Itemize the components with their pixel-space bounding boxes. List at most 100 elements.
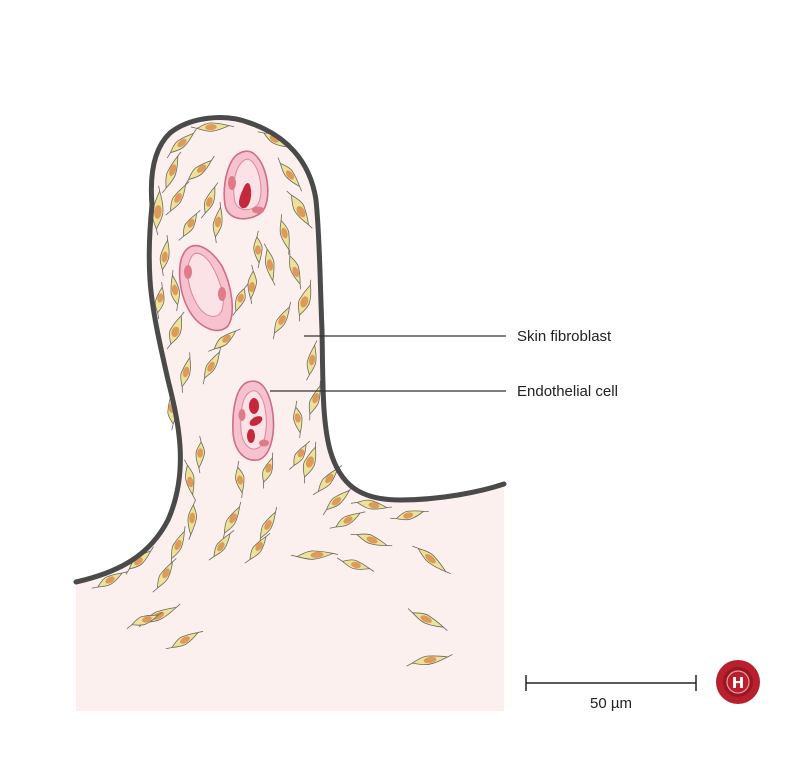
fibroblast-nucleus (281, 227, 288, 239)
fibroblast-nucleus (189, 512, 196, 524)
fibroblast-cell (293, 400, 303, 439)
fibroblast-nucleus (171, 284, 179, 296)
fibroblast-nucleus (310, 551, 324, 558)
fibroblast-cell (244, 532, 271, 564)
fibroblast-nucleus (205, 124, 217, 131)
fibroblast-nucleus (171, 326, 180, 338)
fibroblast-nucleus (325, 473, 334, 484)
fibroblast-nucleus (197, 448, 204, 458)
fibroblast-cell (308, 380, 321, 421)
fibroblast-cell (165, 181, 190, 216)
fibroblast-nucleus (174, 193, 182, 203)
fibroblast-cell (154, 281, 165, 320)
fibroblast-nucleus (308, 354, 316, 366)
fibroblast-nucleus (278, 315, 286, 325)
fibroblast-cell (412, 545, 451, 575)
fibroblast-cell (279, 214, 290, 255)
fibroblast-cell (184, 155, 215, 186)
fibroblast-cell (350, 499, 393, 510)
fibroblast-nucleus (296, 206, 306, 218)
fibroblast-nucleus (154, 205, 162, 219)
fibroblast-nucleus (182, 366, 190, 378)
fibroblast-cell (336, 557, 375, 572)
fibroblast-nucleus (331, 497, 342, 506)
fibroblast-cell (306, 340, 318, 381)
fibroblast-nucleus (248, 281, 255, 293)
fibroblast-cell (208, 328, 241, 352)
fibroblast-nucleus (403, 512, 413, 519)
fibroblast-nucleus (187, 476, 194, 488)
fibroblast-nucleus (237, 293, 244, 303)
fibroblast-cell (253, 230, 263, 269)
blood-vessel-upper (223, 150, 269, 220)
fibroblast-cell (406, 654, 453, 667)
fibroblast-nucleus (285, 170, 295, 180)
fibroblast-nucleus (300, 296, 309, 308)
fibroblast-nucleus (343, 516, 353, 524)
fibroblast-cell (286, 190, 313, 229)
fibroblast-cell (152, 558, 177, 593)
fibroblast-nucleus (265, 463, 272, 473)
fibroblast-cell (166, 128, 197, 159)
fibroblast-cell (407, 608, 448, 631)
fibroblast-nucleus (351, 561, 361, 569)
fibroblast-nucleus (187, 218, 195, 228)
fibroblast-nucleus (297, 449, 305, 458)
fibroblast-nucleus (180, 636, 190, 644)
fibroblast-cell (212, 201, 223, 244)
fibroblast-nucleus (264, 520, 272, 530)
fibroblast-cell (247, 264, 257, 305)
fibroblast-nucleus (206, 197, 213, 207)
fibroblast-nucleus (255, 541, 263, 551)
fibroblast-cell (125, 546, 154, 575)
fibroblast-nucleus (294, 413, 301, 423)
fibroblast-cell (200, 182, 219, 219)
fibroblast-cell (390, 510, 429, 521)
fibroblast-cell (161, 151, 182, 194)
fibroblast-cell (190, 122, 235, 132)
fibroblast-cell (151, 185, 164, 236)
fibroblast-nucleus (214, 216, 222, 228)
fibroblast-cell (277, 157, 303, 192)
fibroblast-cell (232, 283, 249, 316)
fibroblast-nucleus (196, 164, 207, 173)
fibroblast-nucleus (423, 656, 437, 664)
fibroblast-layer (91, 122, 453, 667)
fibroblast-nucleus (266, 259, 274, 271)
fibroblast-cell (302, 441, 317, 484)
fibroblast-nucleus (162, 568, 170, 579)
skin-surface-outline (73, 115, 507, 585)
fibroblast-nucleus (312, 392, 320, 404)
fibroblast-nucleus (366, 536, 378, 544)
fibroblast-cell (187, 499, 197, 540)
fibroblast-cell (262, 452, 274, 489)
fibroblast-nucleus (177, 138, 187, 148)
fibroblast-nucleus (425, 553, 436, 564)
fibroblast-cell (272, 301, 292, 340)
fibroblast-cell (202, 346, 222, 385)
fibroblast-nucleus (217, 542, 225, 552)
fibroblast-cell (195, 435, 205, 474)
fibroblast-cell (91, 571, 128, 589)
fibroblast-nucleus (305, 456, 315, 468)
scale-bar: 50 µm (525, 675, 697, 712)
scale-bar-label: 50 µm (590, 695, 632, 712)
fibroblast-nucleus (161, 251, 168, 263)
fibroblast-nucleus (105, 576, 115, 584)
fibroblast-cell (166, 311, 185, 350)
fibroblast-cell (180, 352, 191, 393)
fibroblast-nucleus (174, 539, 182, 551)
fibroblast-cell (159, 234, 170, 277)
fibroblast-nucleus (292, 266, 300, 278)
fibroblast-cell (350, 533, 393, 547)
logo-red-cell-icon: H (716, 660, 760, 704)
fibroblast-cell (126, 611, 163, 630)
fibroblast-cell (222, 501, 242, 540)
fibroblast-nucleus (254, 245, 262, 255)
fibroblast-nucleus (236, 475, 244, 485)
fibroblast-cell (170, 269, 180, 312)
fibroblast-cell (297, 279, 312, 322)
blood-vessel-center (232, 380, 275, 461)
fibroblast-nucleus (368, 502, 380, 509)
fibroblast-cell (178, 209, 201, 241)
